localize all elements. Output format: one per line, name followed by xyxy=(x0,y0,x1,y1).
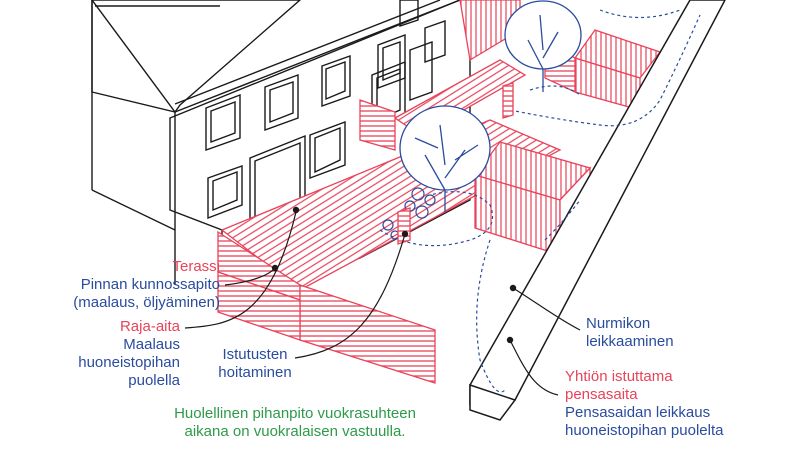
hedge-title1: Yhtiön istuttama xyxy=(565,368,673,385)
hedge-outline xyxy=(469,0,726,421)
flower-bed xyxy=(382,187,436,240)
fence-title: Raja-aita xyxy=(119,318,180,335)
terrace-title: Terassi xyxy=(172,258,220,275)
callout-lines xyxy=(184,206,581,396)
garden-post xyxy=(397,82,514,245)
terrace-label: Terassi Pinnan kunnossapito (maalaus, öl… xyxy=(40,258,220,312)
tree-back xyxy=(504,0,582,92)
note-line2: aikana on vuokralaisen vastuulla. xyxy=(184,423,406,440)
tree-front xyxy=(399,105,491,212)
fence-line2: huoneistopihan xyxy=(78,354,180,371)
fence-label: Raja-aita Maalaus huoneistopihan puolell… xyxy=(60,318,180,390)
terrace-line2: (maalaus, öljyäminen) xyxy=(73,294,220,311)
hedge-line2: huoneistopihan puolelta xyxy=(565,422,724,439)
plants-line1: Istutusten xyxy=(222,346,288,363)
note-line1: Huolellinen pihanpito vuokrasuhteen xyxy=(174,405,416,422)
lawn-line2: leikkaaminen xyxy=(586,333,674,350)
fence-line3: puolella xyxy=(128,372,180,389)
lawn-area xyxy=(379,9,701,393)
hedge-title2: pensasaita xyxy=(565,386,638,403)
responsibility-note: Huolellinen pihanpito vuokrasuhteen aika… xyxy=(130,405,460,441)
lawn-label: Nurmikon leikkaaminen xyxy=(586,315,674,351)
plants-label: Istutusten hoitaminen xyxy=(205,346,305,382)
terrace-line1: Pinnan kunnossapito xyxy=(80,276,220,293)
hedge-label: Yhtiön istuttama pensasaita Pensasaidan … xyxy=(565,368,723,440)
lawn-line1: Nurmikon xyxy=(586,315,651,332)
boundary-fence xyxy=(217,230,436,384)
fence-line1: Maalaus xyxy=(123,336,180,353)
plants-line2: hoitaminen xyxy=(218,364,292,381)
hedge-line1: Pensasaidan leikkaus xyxy=(565,404,711,421)
